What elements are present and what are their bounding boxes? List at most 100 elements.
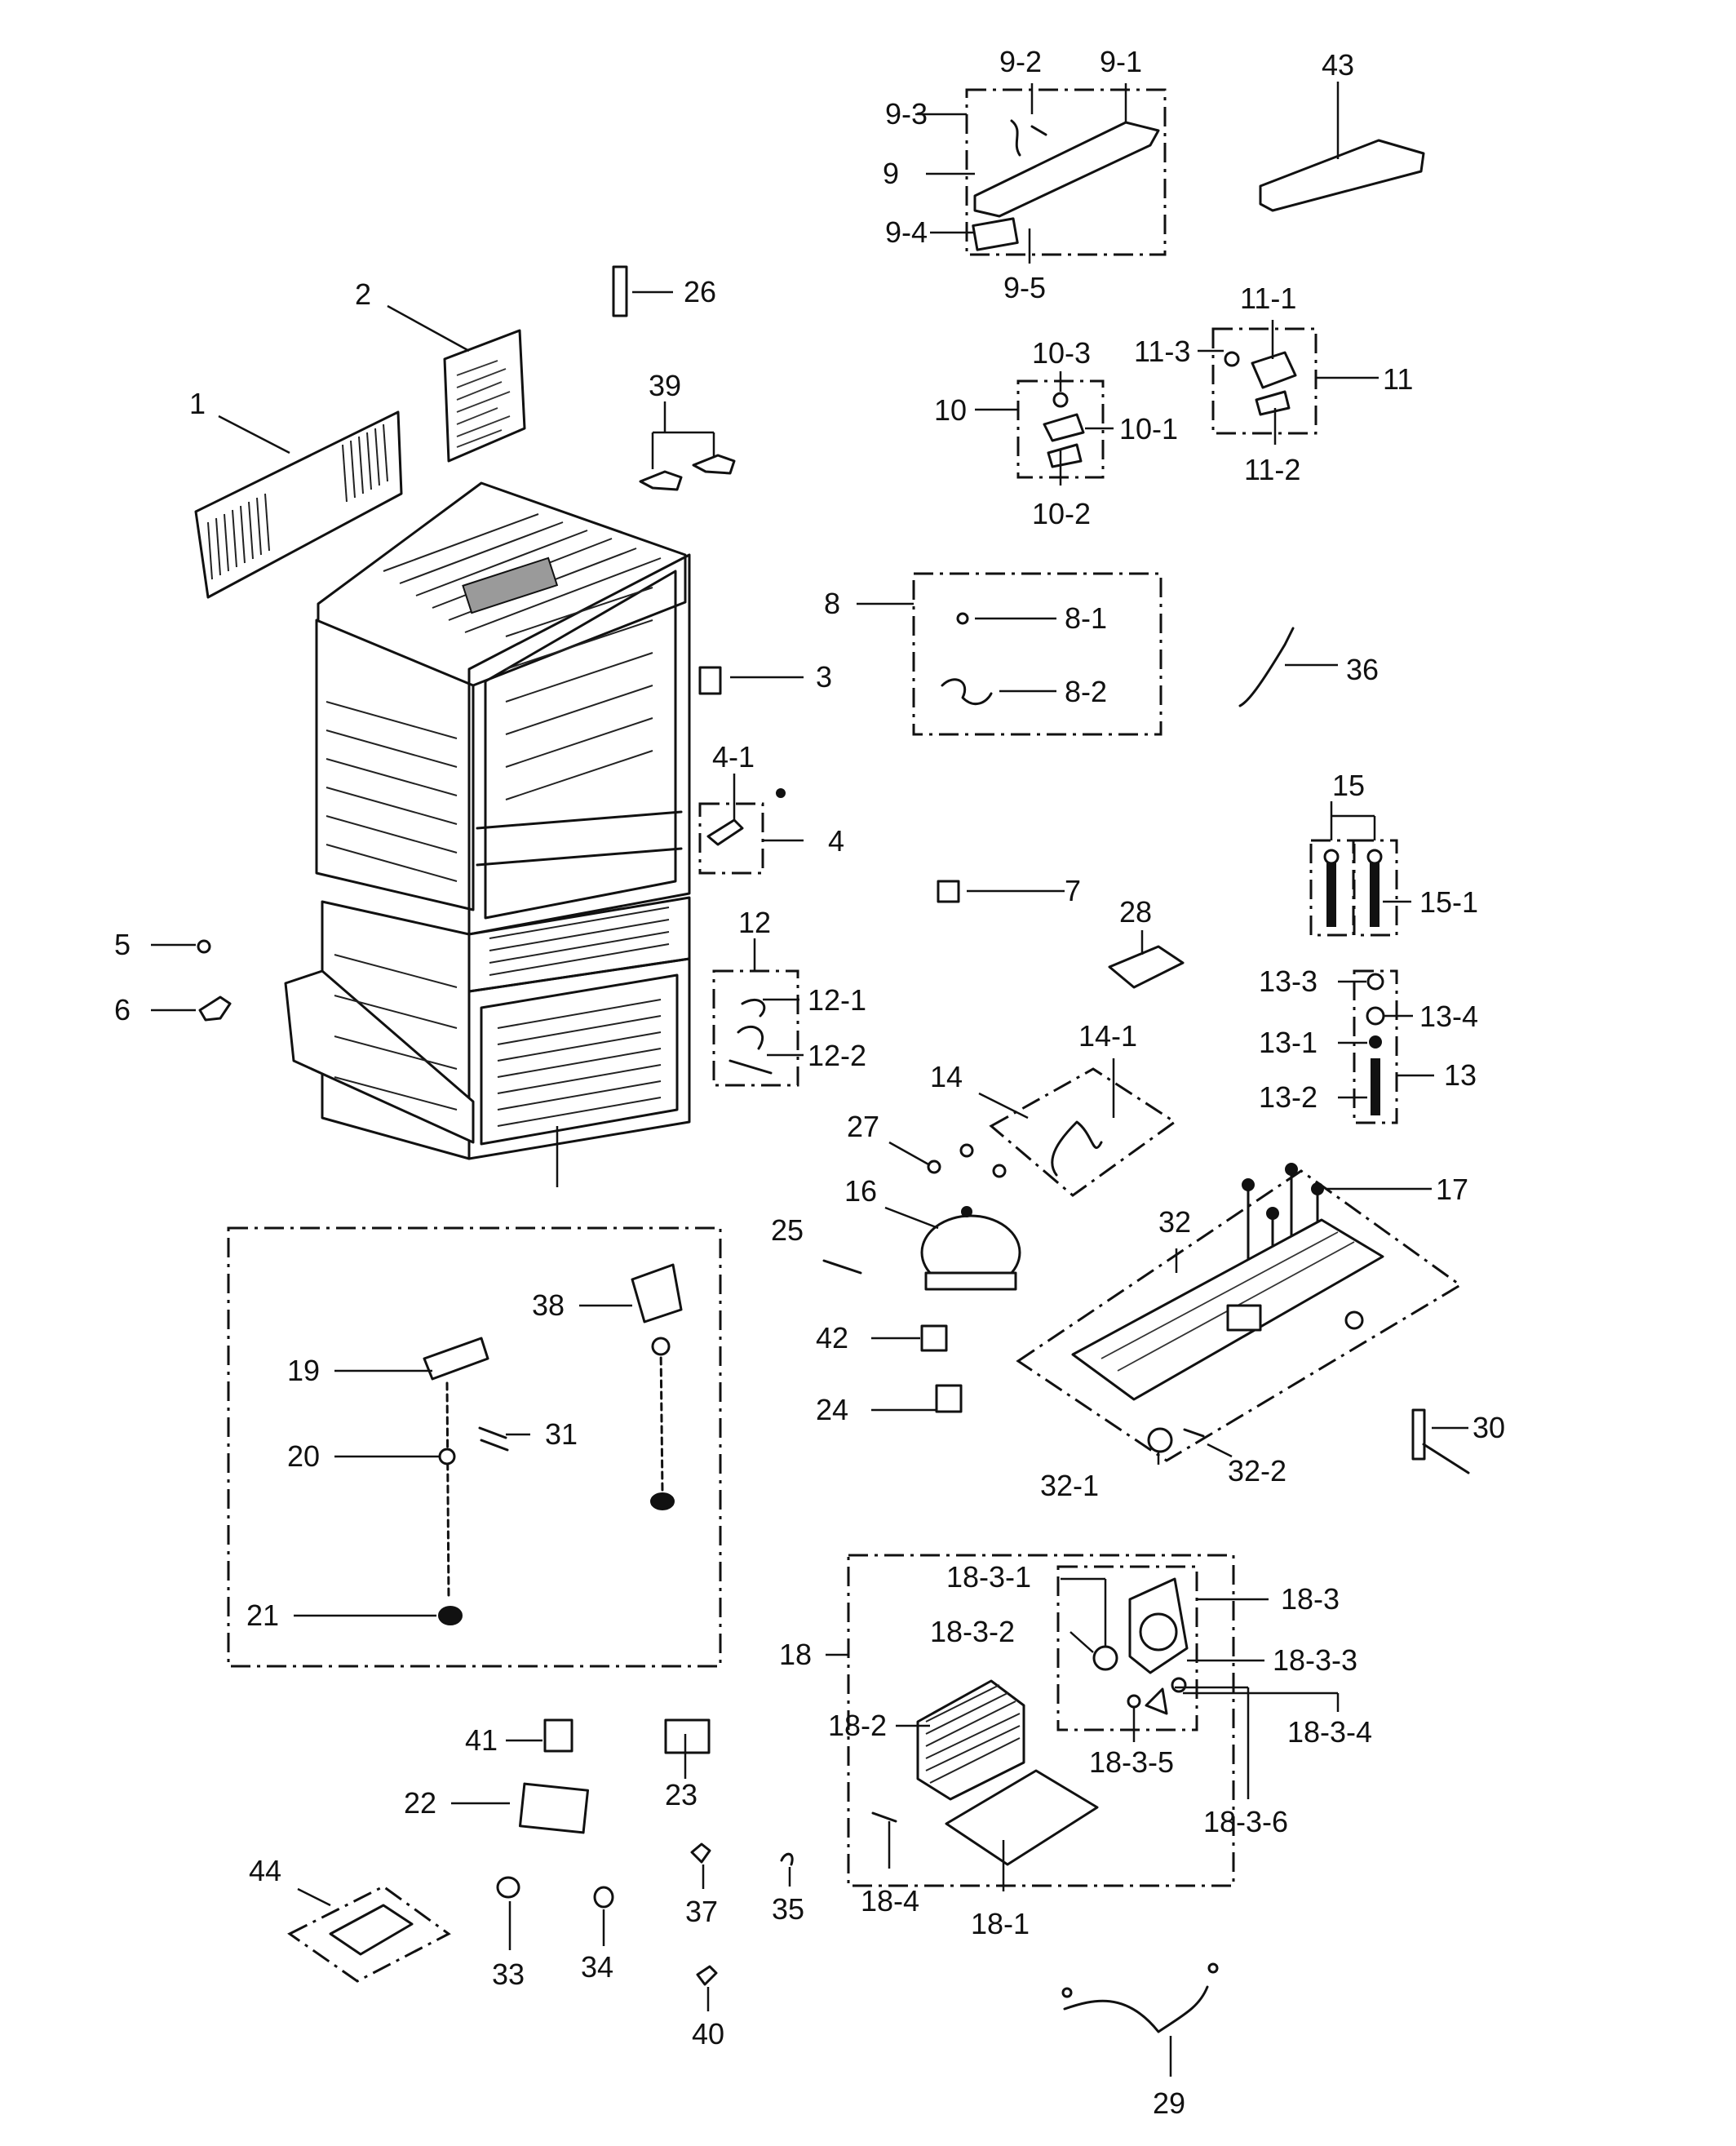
label-10-1: 10-1	[1119, 412, 1178, 446]
label-16: 16	[844, 1174, 877, 1208]
part-42-relay	[920, 1324, 948, 1352]
label-9-2: 9-2	[999, 45, 1042, 78]
label-10: 10	[934, 393, 967, 427]
label-11-1: 11-1	[1240, 282, 1296, 315]
box-4	[698, 802, 764, 875]
label-20: 20	[287, 1439, 320, 1473]
part-labels: 1 2 26 39 3 4-1 4 5 6 7 8 8-1 8-2 9-2 9-…	[114, 45, 1505, 2120]
label-24: 24	[816, 1393, 848, 1426]
label-4: 4	[828, 824, 844, 858]
label-14-1: 14-1	[1078, 1019, 1137, 1053]
part-25-pipe	[822, 1259, 862, 1275]
part-39-hinges	[639, 454, 736, 491]
part-26-clip	[612, 265, 628, 317]
label-33: 33	[492, 1958, 525, 1991]
part-10-hinge-assembly	[1043, 392, 1085, 468]
label-18: 18	[779, 1638, 812, 1671]
box-15-1	[1353, 839, 1398, 937]
leader-lines	[151, 82, 1468, 2077]
label-7: 7	[1065, 874, 1081, 907]
label-26: 26	[684, 275, 716, 308]
part-24-fan-cover	[935, 1384, 963, 1413]
part-13-stack	[1366, 973, 1385, 1115]
part-36-harness	[1238, 627, 1295, 707]
part-43-cover	[1259, 139, 1425, 212]
box-8	[912, 572, 1162, 736]
label-29: 29	[1153, 2086, 1185, 2120]
part-15-rods	[1323, 849, 1383, 927]
label-25: 25	[771, 1213, 804, 1247]
part-22-board	[518, 1782, 590, 1834]
part-5-cap	[197, 939, 211, 954]
label-10-2: 10-2	[1032, 497, 1091, 530]
part-27-screws	[927, 1143, 1007, 1178]
part-8-2-harness	[941, 678, 993, 706]
box-9	[965, 88, 1167, 256]
label-12-1: 12-1	[808, 983, 866, 1017]
label-19: 19	[287, 1354, 320, 1387]
label-40: 40	[692, 2017, 724, 2051]
label-14: 14	[930, 1060, 963, 1093]
label-18-3-1: 18-3-1	[946, 1560, 1031, 1594]
label-9: 9	[883, 157, 899, 190]
label-18-1: 18-1	[971, 1907, 1030, 1940]
box-18	[847, 1554, 1235, 1887]
label-12: 12	[738, 906, 771, 939]
label-15-1: 15-1	[1419, 885, 1478, 919]
label-9-1: 9-1	[1100, 45, 1142, 78]
part-30-lever	[1411, 1408, 1470, 1474]
label-8: 8	[824, 587, 840, 620]
part-40-connector	[696, 1965, 718, 1986]
label-30: 30	[1472, 1411, 1505, 1444]
part-31-pins	[478, 1426, 509, 1452]
part-38-bracket	[631, 1263, 683, 1510]
label-18-3-5: 18-3-5	[1089, 1745, 1174, 1779]
part-9-assembly	[972, 119, 1160, 251]
box-18-3	[1056, 1565, 1198, 1731]
label-13-2: 13-2	[1259, 1080, 1318, 1114]
label-13: 13	[1444, 1058, 1477, 1092]
label-9-3: 9-3	[885, 97, 928, 131]
label-44: 44	[249, 1854, 281, 1887]
part-4-screw	[776, 788, 786, 798]
part-35-clip	[780, 1852, 794, 1866]
label-23: 23	[665, 1778, 698, 1811]
label-8-2: 8-2	[1065, 675, 1107, 708]
part-19-bracket	[423, 1337, 489, 1601]
label-11-3: 11-3	[1134, 335, 1190, 368]
part-16-compressor	[920, 1206, 1021, 1291]
label-11: 11	[1383, 362, 1413, 396]
box-12	[712, 969, 799, 1087]
part-41-board	[543, 1718, 574, 1753]
label-15: 15	[1332, 769, 1365, 802]
label-11-2: 11-2	[1244, 453, 1300, 486]
part-12-clips	[728, 998, 773, 1075]
part-32-base	[1071, 1218, 1384, 1453]
part-1-rear-cover	[194, 410, 403, 599]
label-12-2: 12-2	[808, 1039, 866, 1072]
label-43: 43	[1322, 48, 1354, 82]
label-17: 17	[1436, 1173, 1468, 1206]
part-23-board	[664, 1718, 711, 1754]
label-39: 39	[649, 369, 681, 402]
label-13-3: 13-3	[1259, 964, 1318, 998]
part-20-washer	[438, 1448, 456, 1465]
part-37-clip	[690, 1842, 711, 1864]
part-21-foot	[438, 1606, 463, 1625]
label-36: 36	[1346, 653, 1379, 686]
part-34-grommet	[593, 1886, 614, 1909]
label-4-1: 4-1	[712, 740, 755, 774]
part-17-feet	[1242, 1163, 1324, 1295]
label-34: 34	[581, 1950, 613, 1984]
box-14	[989, 1067, 1177, 1197]
label-18-3-4: 18-3-4	[1287, 1715, 1372, 1749]
part-11-hinge-assembly	[1224, 351, 1297, 416]
box-13	[1353, 969, 1398, 1124]
box-11	[1211, 327, 1318, 435]
label-3: 3	[816, 660, 832, 694]
label-18-3-2: 18-3-2	[930, 1615, 1015, 1648]
part-14-harness	[1051, 1120, 1103, 1177]
label-1: 1	[189, 387, 206, 420]
label-6: 6	[114, 993, 131, 1026]
